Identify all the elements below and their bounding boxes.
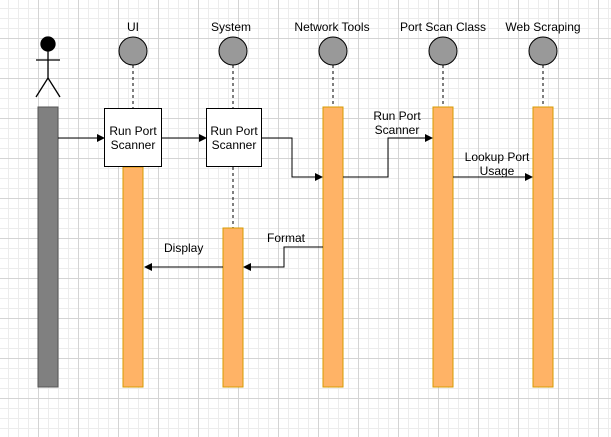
lifeline-head-web-scraping xyxy=(528,36,558,66)
message-arrow-system-to-network-tools xyxy=(262,137,323,181)
activation-bar-web-scraping xyxy=(532,106,554,388)
actor-icon xyxy=(35,36,61,98)
lifeline-label-network-tools: Network Tools xyxy=(294,20,370,34)
activation-bar-system xyxy=(222,227,244,388)
lifeline-head-ui xyxy=(118,36,148,66)
activation-bar-network-tools xyxy=(322,106,344,388)
actor-activation-bar xyxy=(37,106,59,388)
lifeline-label-ui: UI xyxy=(127,20,139,34)
lifeline-label-port-scan-class: Port Scan Class xyxy=(399,20,487,34)
lifeline-head-network-tools xyxy=(318,36,348,66)
message-arrow-format xyxy=(243,246,323,271)
message-label-run-port-scanner: Run Port Scanner xyxy=(373,109,421,137)
activation-bar-ui xyxy=(122,166,144,388)
lifeline-label-system: System xyxy=(210,20,252,34)
process-box-ui-label: Run Port Scanner xyxy=(109,123,157,152)
lifeline-label-web-scraping: Web Scraping xyxy=(505,20,581,34)
activation-bar-port-scan-class xyxy=(432,106,454,388)
process-box-system: Run Port Scanner xyxy=(206,108,262,167)
process-box-system-label: Run Port Scanner xyxy=(210,123,258,152)
lifeline-head-system xyxy=(218,36,248,66)
message-label-lookup-port-usage: Lookup Port Usage xyxy=(464,150,530,178)
message-label-display: Display xyxy=(164,241,204,255)
process-box-ui: Run Port Scanner xyxy=(104,108,162,167)
message-arrow-network-tools-to-port-scan xyxy=(343,134,433,178)
message-label-format: Format xyxy=(267,231,306,245)
lifeline-head-port-scan-class xyxy=(428,36,458,66)
